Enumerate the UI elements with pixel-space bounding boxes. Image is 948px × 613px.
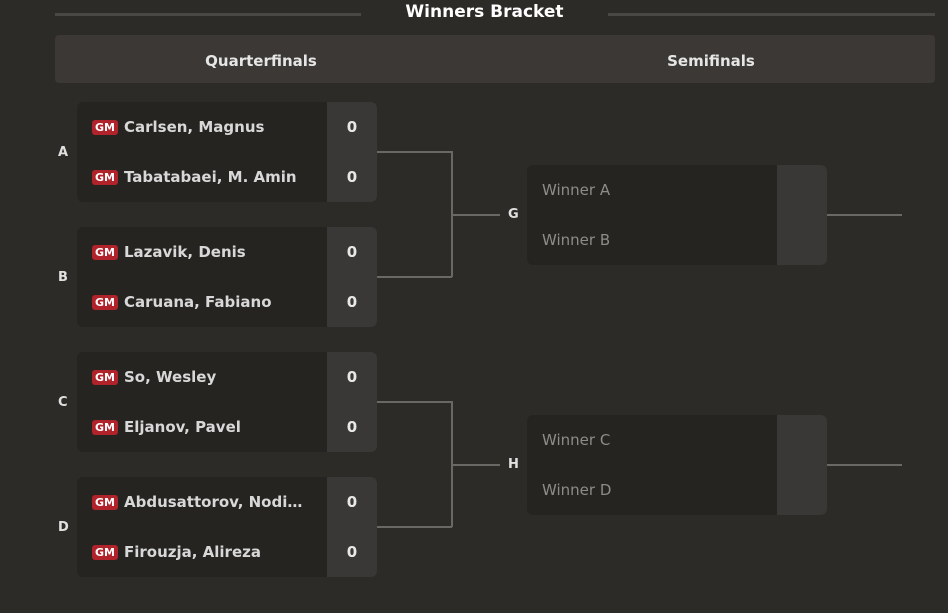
player-name: Carlsen, Magnus <box>123 118 265 136</box>
score-column <box>777 415 827 515</box>
title-badge: GM <box>92 494 118 510</box>
player-row[interactable]: GM Abdusattorov, Nodirbek <box>77 477 327 527</box>
player-placeholder: Winner B <box>542 231 611 249</box>
title-rule-left <box>55 13 361 16</box>
connector-line <box>377 151 452 153</box>
player-row[interactable]: Winner B <box>527 215 777 265</box>
player-row[interactable]: GM Tabatabaei, M. Amin <box>77 152 327 202</box>
player-score: 0 <box>346 418 358 436</box>
score-column <box>777 165 827 265</box>
bracket-title: Winners Bracket <box>405 2 564 22</box>
connector-line <box>827 214 902 216</box>
title-badge: GM <box>92 419 118 435</box>
round-header <box>55 35 935 83</box>
title-badge: GM <box>92 169 118 185</box>
player-name: Caruana, Fabiano <box>123 293 272 311</box>
player-name: Eljanov, Pavel <box>123 418 241 436</box>
match-label: G <box>508 207 519 222</box>
player-placeholder: Winner A <box>542 181 611 199</box>
player-score: 0 <box>346 243 358 261</box>
title-badge: GM <box>92 244 118 260</box>
player-score: 0 <box>346 493 358 511</box>
match-label: D <box>58 520 69 535</box>
connector-line <box>377 526 452 528</box>
match-label: C <box>58 395 68 410</box>
player-score: 0 <box>346 118 358 136</box>
match-g[interactable]: Winner A Winner B <box>527 165 827 265</box>
player-row[interactable]: GM Caruana, Fabiano <box>77 277 327 327</box>
player-row[interactable]: GM Eljanov, Pavel <box>77 402 327 452</box>
connector-line <box>827 464 902 466</box>
player-row[interactable]: GM So, Wesley <box>77 352 327 402</box>
connector-line <box>452 464 500 466</box>
player-name: Firouzja, Alireza <box>123 543 261 561</box>
player-row[interactable]: Winner C <box>527 415 777 465</box>
connector-line <box>452 214 500 216</box>
player-score: 0 <box>346 168 358 186</box>
score-column <box>327 227 377 327</box>
player-row[interactable]: GM Lazavik, Denis <box>77 227 327 277</box>
title-rule-right <box>608 13 935 16</box>
player-score: 0 <box>346 543 358 561</box>
player-name: Tabatabaei, M. Amin <box>123 168 297 186</box>
score-column <box>327 477 377 577</box>
match-label: A <box>58 145 69 160</box>
title-badge: GM <box>92 369 118 385</box>
title-badge: GM <box>92 294 118 310</box>
player-placeholder: Winner D <box>542 481 612 499</box>
player-score: 0 <box>346 368 358 386</box>
player-row[interactable]: Winner A <box>527 165 777 215</box>
match-label: B <box>58 270 68 285</box>
match-label: H <box>508 457 519 472</box>
player-row[interactable]: Winner D <box>527 465 777 515</box>
connector-line <box>377 401 452 403</box>
title-badge: GM <box>92 119 118 135</box>
player-name: So, Wesley <box>123 368 217 386</box>
connector-line <box>377 276 452 278</box>
match-h[interactable]: Winner C Winner D <box>527 415 827 515</box>
player-name: Lazavik, Denis <box>123 243 246 261</box>
score-column <box>327 352 377 452</box>
player-name: Abdusattorov, Nodirbek <box>123 493 304 511</box>
title-badge: GM <box>92 544 118 560</box>
score-column <box>327 102 377 202</box>
player-row[interactable]: GM Firouzja, Alireza <box>77 527 327 577</box>
player-placeholder: Winner C <box>542 431 611 449</box>
round-semifinals: Semifinals <box>667 52 755 70</box>
player-score: 0 <box>346 293 358 311</box>
round-quarterfinals: Quarterfinals <box>205 52 317 70</box>
player-row[interactable]: GM Carlsen, Magnus <box>77 102 327 152</box>
